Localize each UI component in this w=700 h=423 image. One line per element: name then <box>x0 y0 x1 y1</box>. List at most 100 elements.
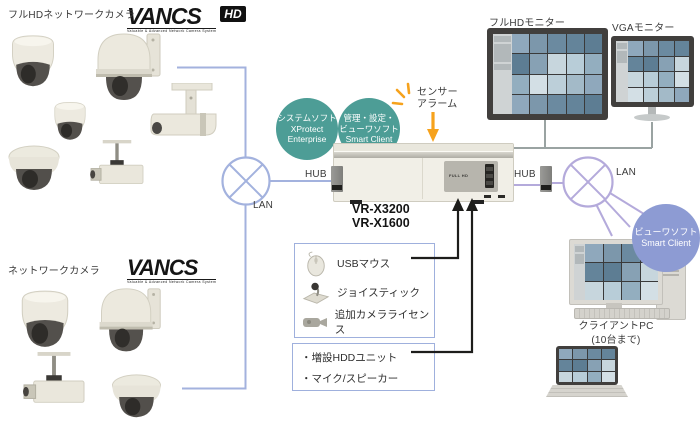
camera-thumbnail <box>601 349 615 360</box>
down-arrowhead <box>427 129 439 142</box>
badge-viewer-line2: Smart Client <box>641 238 691 248</box>
camera-thumbnail <box>530 54 548 74</box>
recorder-front-panel: FULL HD <box>444 161 498 192</box>
vancs-tagline: Valuable & Advanced Network Camera Syste… <box>127 278 217 284</box>
camera-thumbnail <box>512 54 530 74</box>
monitor-screen-grid <box>512 34 602 114</box>
peripheral-item: 追加カメラライセンス <box>295 307 434 336</box>
recorder-model-1: VR-X3200 <box>352 202 410 216</box>
dome-camera-icon <box>12 35 54 87</box>
lan-node-right-x <box>569 163 607 201</box>
recorder-unit: FULL HD <box>333 143 514 204</box>
dome-camera-icon <box>21 290 69 347</box>
laptop-base <box>546 385 628 397</box>
camera-thumbnail <box>559 371 573 382</box>
camera-thumbnail <box>548 94 566 114</box>
alarm-sparkle-icon <box>391 82 411 106</box>
pc-monitor-stand <box>606 303 622 308</box>
vga-monitor-stand <box>648 107 656 116</box>
expansion-item: ・マイク/スピーカー <box>301 373 399 385</box>
camera-thumbnail <box>566 34 584 54</box>
camera-thumbnail <box>584 54 602 74</box>
client-pc-title: クライアントPC <box>578 321 654 332</box>
badge-admin-line2: ビューワソフト <box>339 123 399 134</box>
hub-right-label: HUB <box>514 169 536 180</box>
pc-keyboard <box>574 308 670 319</box>
camera-thumbnail <box>559 349 573 360</box>
joystick-icon <box>295 280 337 306</box>
vancs-wordmark: VANCS <box>127 255 198 280</box>
peripherals-box: USBマウス ジョイスティック 追加カメラライセンス <box>294 243 435 338</box>
recorder-buttons <box>485 164 494 188</box>
sensor-alarm-label: センサー アラーム <box>417 87 458 111</box>
client-pc-limit: (10台まで) <box>591 334 641 346</box>
camera-thumbnail <box>548 54 566 74</box>
camera-license-icon <box>295 315 335 329</box>
camera-thumbnail <box>628 87 643 102</box>
camera-thumbnail <box>584 74 602 94</box>
lan-node-right <box>562 156 614 208</box>
camera-thumbnail <box>573 349 587 360</box>
camera-thumbnail <box>628 72 643 87</box>
monitor-screen-grid <box>559 349 615 382</box>
camera-thumbnail <box>643 56 658 71</box>
badge-admin-line1: 管理・設定・ <box>343 113 395 124</box>
mini-dome-camera-icon <box>8 145 60 190</box>
vancs-logo: VANCS Valuable & Advanced Network Camera… <box>127 255 217 284</box>
hub-right-device <box>540 166 552 192</box>
camera-thumbnail <box>659 41 674 56</box>
camera-thumbnail <box>530 94 548 114</box>
fullhd-monitor <box>487 28 608 120</box>
camera-thumbnail <box>601 371 615 382</box>
camera-thumbnail <box>548 34 566 54</box>
camera-thumbnail <box>566 94 584 114</box>
vancs-wordmark: VANCS <box>127 3 202 29</box>
sensor-line2: アラーム <box>417 99 458 110</box>
camera-thumbnail <box>512 94 530 114</box>
network-cameras-label: ネットワークカメラ <box>8 266 100 277</box>
camera-thumbnail <box>548 74 566 94</box>
camera-thumbnail <box>573 371 587 382</box>
lan-node-left <box>221 156 271 206</box>
badge-xprotect-line3: Enterprise <box>287 134 327 145</box>
vga-monitor-label: VGAモニター <box>612 23 675 34</box>
camera-thumbnail <box>573 360 587 371</box>
peripheral-label: 追加カメラライセンス <box>334 308 430 336</box>
client-pc-label: クライアントPC (10台まで) <box>560 320 672 347</box>
camera-thumbnail <box>584 34 602 54</box>
camera-thumbnail <box>566 74 584 94</box>
camera-thumbnail <box>530 34 548 54</box>
badge-xprotect: システムソフト XProtect Enterprise <box>276 98 338 160</box>
badge-admin-line3: Smart Client <box>345 134 393 145</box>
hub-left-label: HUB <box>305 169 327 180</box>
camera-thumbnail <box>530 74 548 94</box>
camera-thumbnail <box>585 263 603 281</box>
camera-thumbnail <box>674 72 689 87</box>
fullhd-monitor-label: フルHDモニター <box>489 18 566 29</box>
badge-xprotect-line2: XProtect <box>290 123 324 134</box>
recorder-top <box>334 144 513 152</box>
mini-dome-camera-icon <box>111 374 162 418</box>
camera-thumbnail <box>603 244 621 262</box>
badge-viewer-line1: ビューワソフト <box>634 226 698 237</box>
camera-thumbnail <box>643 72 658 87</box>
dome-camera-icon <box>54 101 86 140</box>
peripheral-label: ジョイスティック <box>337 287 421 299</box>
vms-sidebar <box>574 244 585 300</box>
camera-thumbnail <box>659 56 674 71</box>
vga-monitor <box>611 36 694 107</box>
hd-badge: HD <box>220 6 246 22</box>
hub-left-device <box>331 166 343 192</box>
recorder-model-labels: VR-X3200 VR-X1600 <box>352 202 410 231</box>
badge-smart-client-viewer: ビューワソフト Smart Client <box>632 204 700 272</box>
lan-left-label: LAN <box>253 200 274 211</box>
camera-thumbnail <box>584 94 602 114</box>
sensor-line1: センサー <box>417 87 458 98</box>
monitor-screen-grid <box>628 41 689 102</box>
lan-right-label: LAN <box>616 167 637 178</box>
vms-sidebar <box>616 41 628 102</box>
camera-thumbnail <box>587 360 601 371</box>
bullet-camera-icon <box>150 83 217 136</box>
box-camera-icon <box>90 140 144 185</box>
